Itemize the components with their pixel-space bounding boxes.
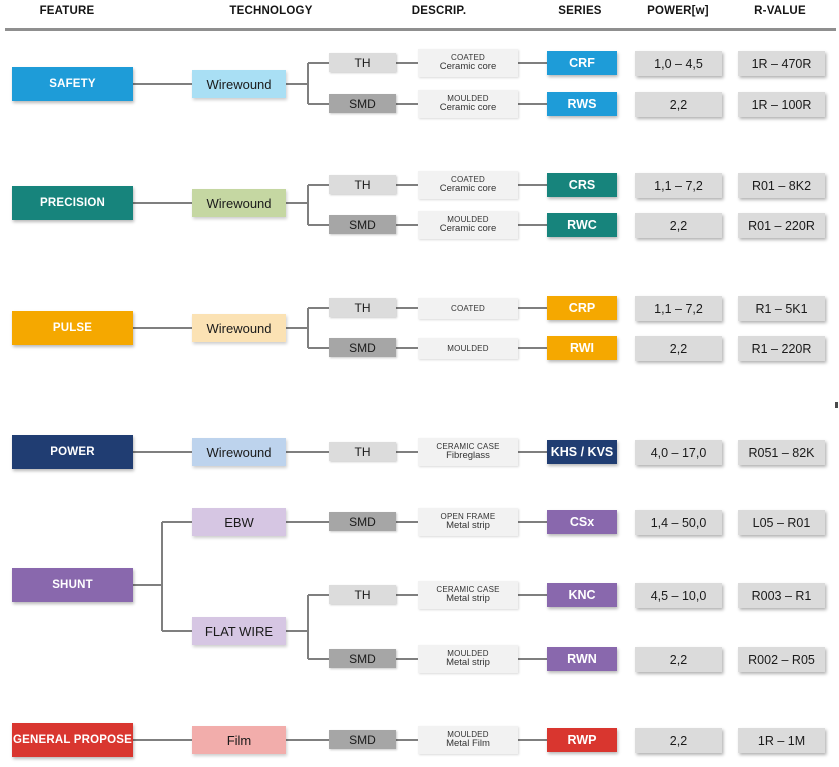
series-box-rwi: RWI (547, 336, 617, 360)
mount-box-smd: SMD (329, 512, 396, 531)
descrip-line1: MOULDED (447, 343, 489, 353)
mount-box-smd: SMD (329, 649, 396, 668)
mount-box-smd: SMD (329, 338, 396, 357)
descrip-box: COATED (418, 298, 518, 319)
series-box-crp: CRP (547, 296, 617, 320)
descrip-line1: CERAMIC CASE (436, 441, 500, 451)
header-divider (5, 28, 836, 31)
tech-box-ebw: EBW (192, 508, 286, 536)
descrip-box: CERAMIC CASE Metal strip (418, 581, 518, 609)
mount-box-smd: SMD (329, 730, 396, 749)
mount-box-smd: SMD (329, 215, 396, 234)
power-box: 2,2 (635, 647, 722, 672)
feature-box-general-propose: GENERAL PROPOSE (12, 723, 133, 757)
descrip-line2: Ceramic core (439, 61, 497, 73)
descrip-line1: COATED (451, 303, 485, 313)
tech-box-wirewound-safety: Wirewound (192, 70, 286, 98)
descrip-line2: Metal strip (446, 520, 490, 532)
rvalue-box: 1R – 470R (738, 51, 825, 76)
descrip-line1: MOULDED (447, 214, 489, 224)
feature-box-shunt: SHUNT (12, 568, 133, 602)
mount-box-th: TH (329, 585, 396, 604)
column-header-descrip: DESCRIP. (411, 5, 467, 17)
descrip-line2: Ceramic core (439, 223, 497, 235)
feature-box-safety: SAFETY (12, 67, 133, 101)
feature-box-power: POWER (12, 435, 133, 469)
descrip-line2: Metal strip (446, 593, 490, 605)
column-header-technology: TECHNOLOGY (229, 5, 313, 17)
tech-box-flat-wire: FLAT WIRE (192, 617, 286, 645)
column-header-series: SERIES (558, 5, 602, 17)
series-box-csx: CSx (547, 510, 617, 534)
rvalue-box: R01 – 220R (738, 213, 825, 238)
descrip-line2: Fibreglass (446, 450, 490, 462)
column-header-rvalue: R-VALUE (754, 5, 806, 17)
mount-box-smd: SMD (329, 94, 396, 113)
tech-box-film: Film (192, 726, 286, 754)
rvalue-box: R1 – 220R (738, 336, 825, 361)
rvalue-box: 1R – 100R (738, 92, 825, 117)
power-box: 1,4 – 50,0 (635, 510, 722, 535)
rvalue-box: 1R – 1M (738, 728, 825, 753)
descrip-box: COATED Ceramic core (418, 49, 518, 77)
descrip-line1: COATED (451, 52, 485, 62)
power-box: 1,1 – 7,2 (635, 173, 722, 198)
power-box: 2,2 (635, 336, 722, 361)
rvalue-box: R01 – 8K2 (738, 173, 825, 198)
descrip-line1: COATED (451, 174, 485, 184)
series-box-rwc: RWC (547, 213, 617, 237)
tech-box-wirewound-precision: Wirewound (192, 189, 286, 217)
descrip-line1: OPEN FRAME (440, 511, 496, 521)
descrip-box: MOULDED (418, 338, 518, 359)
descrip-box: MOULDED Metal Film (418, 726, 518, 754)
series-box-rwp: RWP (547, 728, 617, 752)
rvalue-box: R003 – R1 (738, 583, 825, 608)
descrip-box: OPEN FRAME Metal strip (418, 508, 518, 536)
descrip-box: CERAMIC CASE Fibreglass (418, 438, 518, 466)
descrip-line1: MOULDED (447, 648, 489, 658)
power-box: 2,2 (635, 213, 722, 238)
descrip-line2: Ceramic core (439, 102, 497, 114)
power-box: 1,1 – 7,2 (635, 296, 722, 321)
descrip-line1: CERAMIC CASE (436, 584, 500, 594)
feature-box-precision: PRECISION (12, 186, 133, 220)
power-box: 4,0 – 17,0 (635, 440, 722, 465)
descrip-line1: MOULDED (447, 729, 489, 739)
rvalue-box: R1 – 5K1 (738, 296, 825, 321)
descrip-line1: MOULDED (447, 93, 489, 103)
power-box: 1,0 – 4,5 (635, 51, 722, 76)
descrip-line2: Metal Film (446, 738, 490, 750)
descrip-line2: Ceramic core (439, 183, 497, 195)
rvalue-box: L05 – R01 (738, 510, 825, 535)
mount-box-th: TH (329, 442, 396, 461)
series-box-rwn: RWN (547, 647, 617, 671)
series-box-knc: KNC (547, 583, 617, 607)
tech-box-wirewound-power: Wirewound (192, 438, 286, 466)
power-box: 4,5 – 10,0 (635, 583, 722, 608)
series-box-rws: RWS (547, 92, 617, 116)
tech-box-wirewound-pulse: Wirewound (192, 314, 286, 342)
column-header-power: POWER[w] (647, 5, 709, 17)
series-box-crf: CRF (547, 51, 617, 75)
descrip-box: MOULDED Metal strip (418, 645, 518, 673)
descrip-line2: Metal strip (446, 657, 490, 669)
descrip-box: MOULDED Ceramic core (418, 90, 518, 118)
series-box-crs: CRS (547, 173, 617, 197)
power-box: 2,2 (635, 728, 722, 753)
rvalue-box: R002 – R05 (738, 647, 825, 672)
mount-box-th: TH (329, 53, 396, 72)
column-header-feature: FEATURE (39, 5, 95, 17)
power-box: 2,2 (635, 92, 722, 117)
rvalue-box: R051 – 82K (738, 440, 825, 465)
descrip-box: COATED Ceramic core (418, 171, 518, 199)
descrip-box: MOULDED Ceramic core (418, 211, 518, 239)
mount-box-th: TH (329, 175, 396, 194)
feature-box-pulse: PULSE (12, 311, 133, 345)
mount-box-th: TH (329, 298, 396, 317)
edge-artifact (835, 402, 838, 408)
series-box-khs-kvs: KHS / KVS (547, 440, 617, 464)
